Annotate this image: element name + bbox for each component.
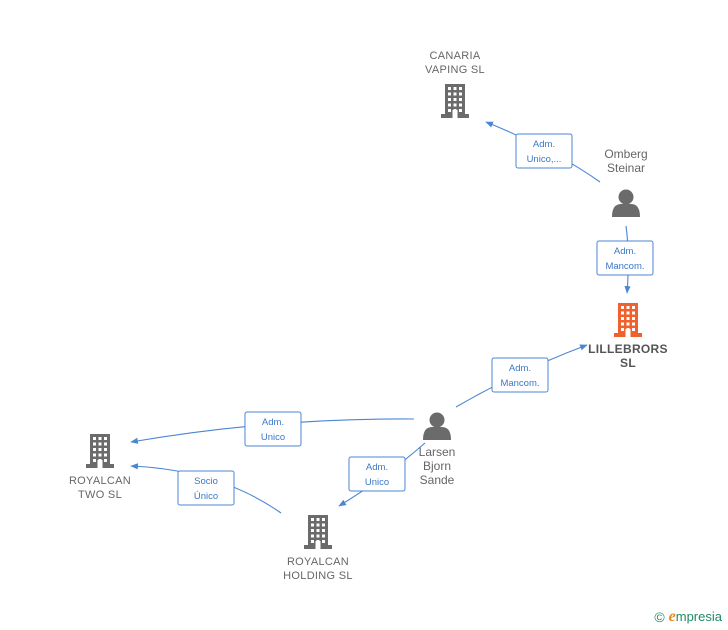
edge-label-text: Unico,... bbox=[527, 154, 562, 165]
edge-label-box[interactable] bbox=[244, 411, 302, 447]
node-canaria[interactable]: CANARIA VAPING SL bbox=[425, 50, 485, 118]
edge-label-box[interactable] bbox=[596, 240, 654, 276]
edge-omberg-canaria: Adm. Unico,... bbox=[485, 121, 601, 183]
node-royalcan_two[interactable]: ROYALCAN TWO SL bbox=[69, 434, 131, 501]
brand-name: mpresia bbox=[675, 609, 722, 624]
node-label: ROYALCAN bbox=[69, 475, 131, 487]
node-label: LILLEBRORS bbox=[588, 342, 668, 356]
node-royalcan_holding[interactable]: ROYALCAN HOLDING SL bbox=[283, 515, 353, 582]
edge-label-box[interactable] bbox=[348, 456, 406, 492]
edge-label-text: Adm. bbox=[614, 246, 636, 257]
edges-layer: Adm. Unico,... Adm. Mancom. Adm. Mancom. Adm. U… bbox=[130, 121, 654, 514]
node-label: HOLDING SL bbox=[283, 570, 353, 582]
edge-label-text: Adm. bbox=[533, 139, 555, 150]
edge-label-text: Unico bbox=[261, 432, 285, 443]
node-label: Bjorn bbox=[423, 459, 451, 473]
node-label: Steinar bbox=[607, 161, 645, 175]
edge-omberg-lillebrors: Adm. Mancom. bbox=[596, 225, 654, 294]
edge-larsen-royalcan_two: Adm. Unico bbox=[130, 411, 415, 447]
edge-larsen-royalcan_holding: Adm. Unico bbox=[338, 442, 426, 507]
person-icon bbox=[423, 412, 451, 440]
brand-initial: e bbox=[668, 608, 676, 625]
building-icon bbox=[614, 303, 642, 337]
node-label: CANARIA bbox=[430, 50, 481, 62]
edge-larsen-lillebrors: Adm. Mancom. bbox=[455, 344, 588, 408]
edge-label-text: Adm. bbox=[262, 417, 284, 428]
node-label: VAPING SL bbox=[425, 64, 485, 76]
copyright-icon: © bbox=[654, 609, 665, 625]
node-label: SL bbox=[620, 356, 636, 370]
edge-label-text: Adm. bbox=[509, 363, 531, 374]
node-label: Larsen bbox=[419, 445, 456, 459]
building-icon bbox=[441, 84, 469, 118]
edge-label-box[interactable] bbox=[491, 357, 549, 393]
node-label: ROYALCAN bbox=[287, 556, 349, 568]
edge-label-text: Mancom. bbox=[605, 261, 644, 272]
edge-label-text: Adm. bbox=[366, 462, 388, 473]
edge-label-text: Mancom. bbox=[500, 378, 539, 389]
building-icon bbox=[86, 434, 114, 468]
node-label: Sande bbox=[420, 473, 455, 487]
building-icon bbox=[304, 515, 332, 549]
edge-label-text: Único bbox=[194, 491, 218, 502]
edge-label-box[interactable] bbox=[515, 133, 573, 169]
node-label: Omberg bbox=[604, 147, 647, 161]
edge-label-box[interactable] bbox=[177, 470, 235, 506]
edge-label-text: Socio bbox=[194, 476, 218, 487]
edge-label-text: Unico bbox=[365, 477, 389, 488]
node-label: TWO SL bbox=[78, 489, 122, 501]
brand-logo: © empresia bbox=[654, 608, 722, 626]
person-icon bbox=[612, 189, 640, 217]
